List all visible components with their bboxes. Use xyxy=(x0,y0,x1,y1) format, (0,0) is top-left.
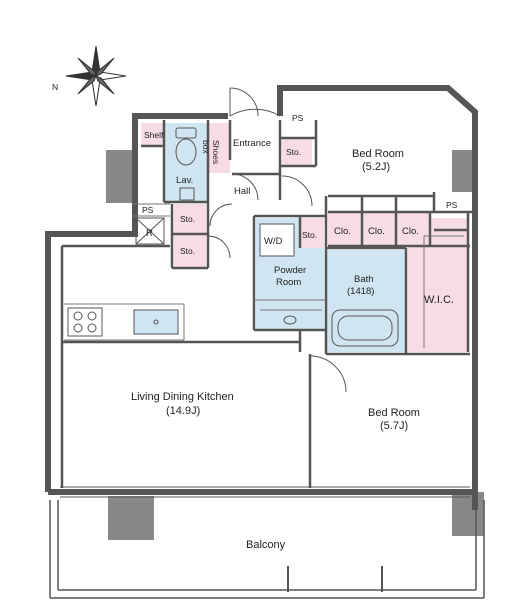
ldk-label: Living Dining Kitchen xyxy=(131,391,234,403)
powder-room-label-line1: Powder xyxy=(274,265,306,276)
closet-label-2: Clo. xyxy=(368,226,385,237)
entrance-door-arc xyxy=(229,87,259,117)
storage-zone-entry xyxy=(282,139,312,165)
bedroom-south-size: (5.7J) xyxy=(380,420,408,432)
lav-sink xyxy=(179,187,195,201)
door-swings xyxy=(207,87,347,393)
bedroom-south-door-swing xyxy=(309,355,347,393)
entrance-door-swing xyxy=(229,108,281,117)
bath-zone xyxy=(326,250,406,352)
interior-walls xyxy=(60,120,472,488)
bedroom-south-label: Bed Room xyxy=(368,407,420,419)
balcony-label: Balcony xyxy=(246,539,286,551)
lavatory-label: Lav. xyxy=(176,175,193,186)
powder-sink xyxy=(283,315,297,325)
lavatory-zone xyxy=(164,123,208,201)
shelf-label: Shelf xyxy=(144,130,164,140)
entrance-label: Entrance xyxy=(233,138,271,149)
closet-label-3: Clo. xyxy=(402,226,419,237)
shoes-box-label-line2: box xyxy=(201,140,211,154)
powder-room-label-line2: Room xyxy=(276,277,301,288)
room-labels: Shelf Lav. Shoes box Entrance PS Sto. Ha… xyxy=(131,113,458,551)
storage-zone-lower xyxy=(174,235,206,267)
washer-dryer xyxy=(259,223,295,257)
compass-rose: N xyxy=(52,45,127,107)
storage-zone-powder xyxy=(300,218,324,248)
hall-label: Hall xyxy=(234,186,250,197)
exterior-walls xyxy=(45,85,478,510)
shoes-box-label-line1: Shoes xyxy=(211,140,221,164)
balcony-outline xyxy=(49,500,485,599)
washer-dryer-label: W/D xyxy=(264,236,283,247)
refrigerator-space xyxy=(135,217,165,245)
toilet-bowl xyxy=(175,138,197,166)
hall-door-swing xyxy=(231,173,259,201)
ldk-door-swing xyxy=(207,235,231,259)
compass-north-label: N xyxy=(52,82,58,92)
bedroom-north-size: (5.2J) xyxy=(362,161,390,173)
walk-in-closet-label: W.I.C. xyxy=(424,294,454,306)
wet-area-fills xyxy=(141,123,468,352)
toilet-tank xyxy=(175,127,197,139)
refrigerator-label: R xyxy=(146,228,153,239)
bath-label: Bath xyxy=(354,274,374,285)
column-northeast xyxy=(452,150,474,192)
structural-columns xyxy=(106,150,484,540)
kitchen-sink xyxy=(133,309,179,335)
storage-label-powder: Sto. xyxy=(302,230,317,240)
cooktop xyxy=(67,307,103,337)
storage-label-entry: Sto. xyxy=(286,147,301,157)
column-northwest xyxy=(106,150,133,203)
column-southwest xyxy=(108,496,154,540)
bedroom-north-door-swing xyxy=(281,175,313,207)
ps-label-closet: PS xyxy=(446,200,458,210)
hall-door-swing-2 xyxy=(209,203,233,227)
bathtub xyxy=(331,309,399,347)
fixtures xyxy=(67,127,399,347)
column-southeast xyxy=(452,492,484,536)
bedroom-north-label: Bed Room xyxy=(352,148,404,160)
storage-zone-lav xyxy=(174,204,206,234)
bath-size: (1418) xyxy=(347,286,374,297)
shelf-zone xyxy=(141,123,163,145)
closet-label-1: Clo. xyxy=(334,226,351,237)
window-strip xyxy=(60,486,470,498)
storage-label-lower: Sto. xyxy=(180,246,195,256)
ps-label-entry: PS xyxy=(292,113,304,123)
shoes-box-zone xyxy=(208,123,230,173)
ps-label-lav: PS xyxy=(142,205,154,215)
storage-label-lav: Sto. xyxy=(180,214,195,224)
ldk-size: (14.9J) xyxy=(166,405,200,417)
fixture-details xyxy=(64,203,464,348)
walk-in-closet-zone xyxy=(408,218,468,352)
